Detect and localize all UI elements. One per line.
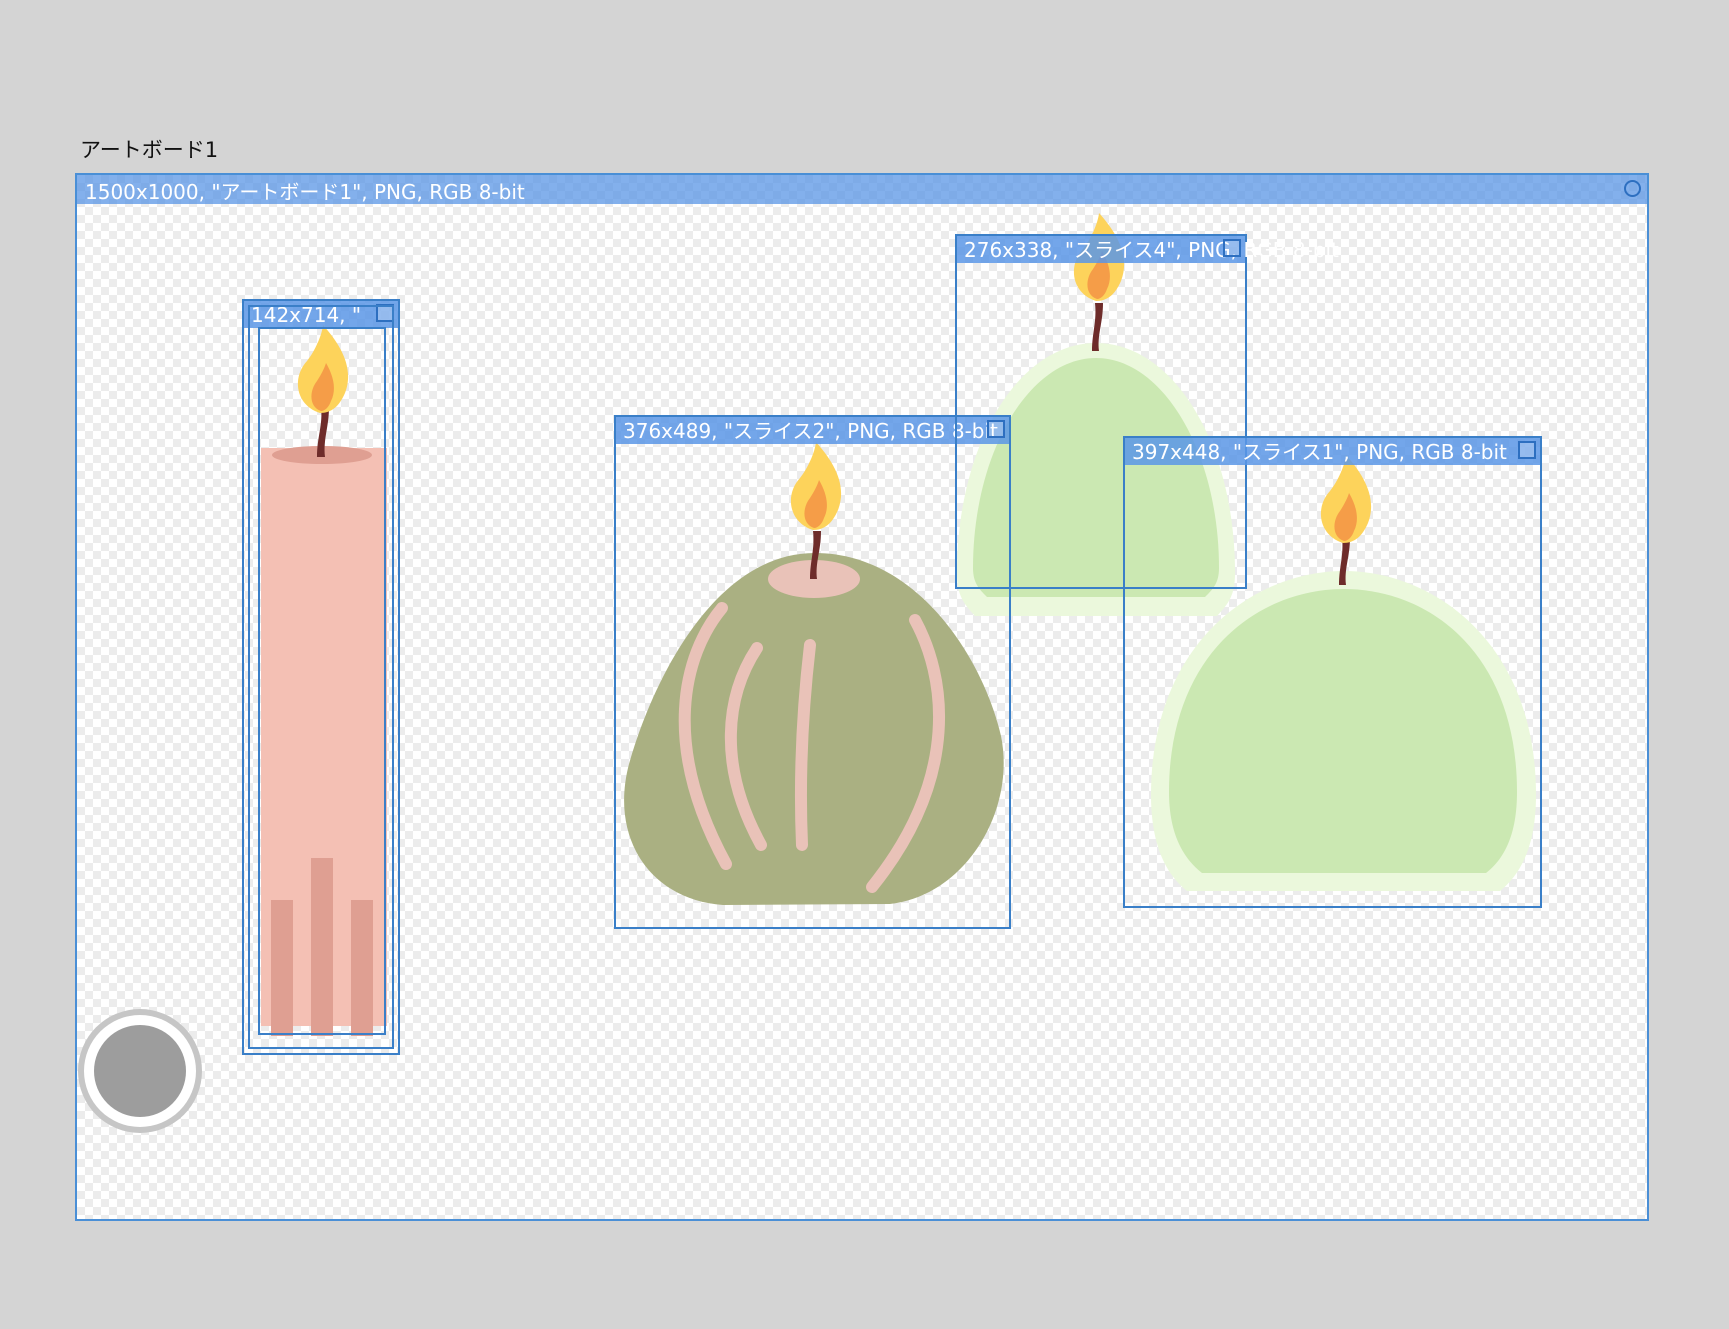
slice-2[interactable]: 376x489, "スライス2", PNG, RGB 8-bit <box>614 415 1011 929</box>
artboard-title: アートボード1 <box>80 138 219 162</box>
small-green-dome-candle <box>957 213 1235 616</box>
slice-2-label: 376x489, "スライス2", PNG, RGB 8-bit <box>623 419 998 443</box>
round-button-core <box>94 1025 186 1117</box>
slice-4-header[interactable]: 276x338, "スライス4", PNG, RGB 8-bit <box>957 236 1339 263</box>
slice-1-label: 397x448, "スライス1", PNG, RGB 8-bit <box>1132 440 1507 464</box>
olive-ball-candle <box>624 442 1004 905</box>
large-green-dome-candle <box>1151 455 1536 891</box>
slice-square-icon[interactable] <box>1518 441 1536 459</box>
candle-illustrations <box>261 213 1536 1036</box>
slice-pink-label: 142x714, " <box>251 303 362 327</box>
slice-square-icon[interactable] <box>987 420 1005 438</box>
slice-pink-content-frame <box>258 327 386 1035</box>
slice-4-label: 276x338, "スライス4", PNG, RGB 8-bit <box>964 238 1339 262</box>
circle-marker-icon[interactable] <box>1624 180 1641 197</box>
artboard-info-bar[interactable]: 1500x1000, "アートボード1", PNG, RGB 8-bit <box>77 175 1647 204</box>
round-action-button[interactable] <box>78 1009 202 1133</box>
artboard-info-label: 1500x1000, "アートボード1", PNG, RGB 8-bit <box>85 180 525 204</box>
slice-4[interactable]: 276x338, "スライス4", PNG, RGB 8-bit <box>955 234 1339 589</box>
slice-pink-inner-frame <box>248 305 394 1049</box>
pink-pillar-candle <box>261 325 387 1036</box>
artboard-canvas[interactable]: 1500x1000, "アートボード1", PNG, RGB 8-bit 142… <box>75 173 1649 1221</box>
slice-2-header[interactable]: 376x489, "スライス2", PNG, RGB 8-bit <box>616 417 1009 444</box>
slice-1[interactable]: 397x448, "スライス1", PNG, RGB 8-bit <box>1123 436 1542 908</box>
slice-square-icon[interactable] <box>1223 239 1241 257</box>
slice-1-header[interactable]: 397x448, "スライス1", PNG, RGB 8-bit <box>1125 438 1540 465</box>
